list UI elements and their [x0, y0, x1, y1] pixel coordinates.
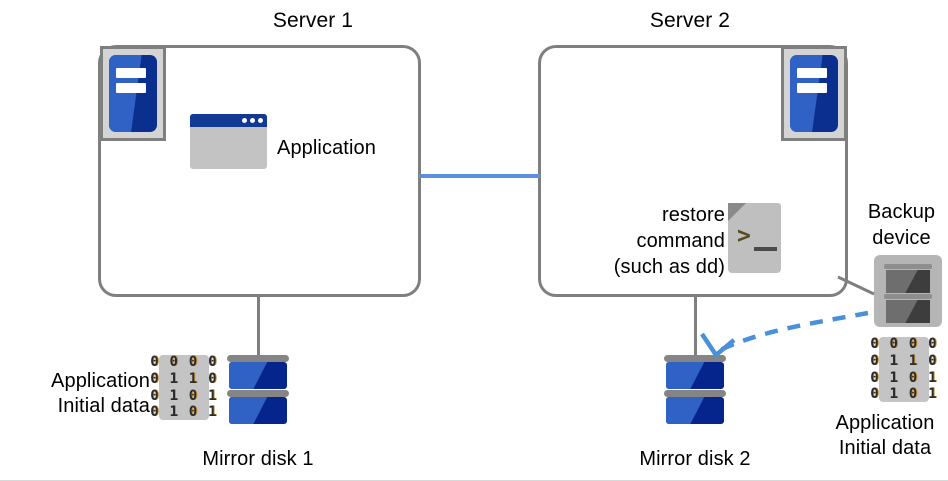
- server1-disk-connector: [257, 296, 260, 356]
- disk-platter-1: [229, 362, 287, 389]
- tape-backup-device-icon[interactable]: [874, 255, 942, 327]
- window-dot-2: [250, 118, 255, 123]
- application-window-icon: [190, 114, 267, 169]
- restore-flow-arrow: [714, 310, 869, 355]
- interconnect-line: [419, 174, 540, 178]
- tape-rail-top: [884, 264, 932, 269]
- binary-row: 0 0 0 0: [150, 354, 218, 371]
- binary-row: 0 1 0 1: [150, 404, 218, 421]
- binary-row: 0 1 0 1: [870, 386, 938, 403]
- backup-device-label-1: Backup: [867, 201, 936, 223]
- mirror-disk-1-label: Mirror disk 1: [202, 448, 314, 470]
- server1-title: Server 1: [272, 9, 354, 32]
- restore-command-line-3: (such as dd): [613, 256, 725, 278]
- restore-command-line-1: restore: [662, 204, 725, 226]
- binary-row: 0 1 0 1: [870, 369, 938, 386]
- disk-cap-middle: [227, 390, 289, 397]
- mirror-disk-icon[interactable]: [664, 355, 726, 427]
- server-tower-icon: [100, 46, 166, 141]
- binary-data-block-right: 0 0 0 0 0 1 1 0 0 1 0 1 0 1 0 1: [870, 336, 936, 402]
- disk-cap-top: [664, 355, 726, 362]
- binary-row: 0 1 1 0: [870, 352, 938, 369]
- cursor-underscore: [754, 247, 777, 251]
- binary-row: 0 1 0 1: [150, 387, 218, 404]
- application-label: Application: [277, 137, 376, 159]
- server-tower-icon: [781, 46, 847, 141]
- restore-command-line-2: command: [636, 230, 725, 252]
- terminal-document-icon: >: [728, 203, 781, 273]
- tape-slot-1: [886, 270, 930, 293]
- backup-device-label-2: device: [872, 227, 931, 249]
- disk-platter-2: [229, 397, 287, 424]
- window-dot-1: [242, 118, 247, 123]
- page-fold-corner: [728, 203, 746, 221]
- disk-platter-1: [666, 362, 724, 389]
- binary-data-block-left: 0 0 0 0 0 1 1 0 0 1 0 1 0 1 0 1: [150, 354, 216, 420]
- restore-flow-arrowhead: [700, 332, 736, 359]
- server1-box[interactable]: [98, 45, 421, 297]
- application-initial-data-label-left-1: Application: [51, 370, 150, 392]
- disk-platter-2: [666, 397, 724, 424]
- application-initial-data-label-left-2: Initial data: [57, 395, 150, 417]
- server2-disk-connector: [694, 296, 697, 356]
- mirror-disk-icon[interactable]: [227, 355, 289, 427]
- mirror-disk-2-label: Mirror disk 2: [639, 448, 751, 470]
- disk-cap-middle: [664, 390, 726, 397]
- disk-cap-top: [227, 355, 289, 362]
- binary-row: 0 1 1 0: [150, 370, 218, 387]
- server2-box[interactable]: [538, 45, 848, 297]
- application-initial-data-label-right-2: Initial data: [838, 437, 932, 459]
- tape-slot-2: [886, 300, 930, 323]
- application-initial-data-label-right-1: Application: [835, 412, 935, 434]
- window-dot-3: [258, 118, 263, 123]
- prompt-glyph: >: [737, 223, 751, 249]
- tape-rail-middle: [884, 294, 932, 299]
- server2-title: Server 2: [649, 9, 731, 32]
- binary-row: 0 0 0 0: [870, 336, 938, 353]
